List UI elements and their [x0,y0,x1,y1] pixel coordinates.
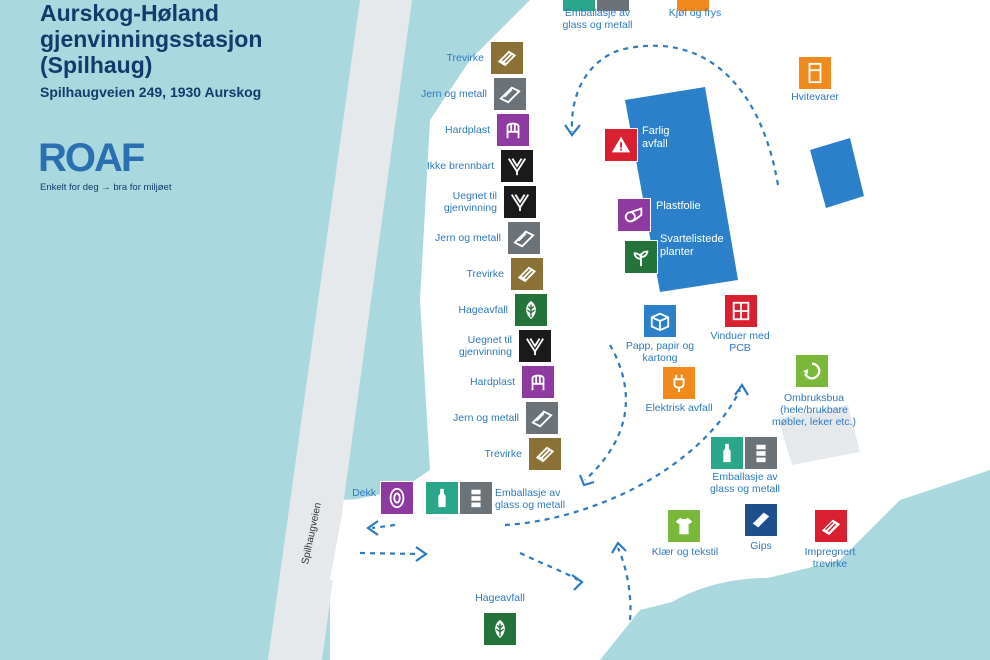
window-icon [724,294,758,328]
cans-icon [596,0,630,12]
title-line-2: gjenvinningsstasjon [40,26,263,52]
column-label: Jern og metall [453,412,519,424]
cardboard-box-icon [643,304,677,338]
column-label: Trevirke [446,52,484,64]
small-building [810,138,864,208]
label-hageavfall-bottom: Hageavfall [475,592,525,604]
label-dekk: Dekk [352,487,376,499]
chair-icon [496,113,530,147]
traffic-arrows [359,44,780,621]
wood-icon [490,41,524,75]
ombruksbua-area [778,405,860,465]
metal-icon [525,401,559,435]
recycle-icon [795,354,829,388]
label-vinduer: Vinduer med PCB [710,330,770,354]
column-label: Hageavfall [458,304,508,316]
label-klaer: Klær og tekstil [651,546,719,558]
label-impregnert: Impregnert trevirke [804,546,856,570]
column-label: Trevirke [484,448,522,460]
title-line-3: (Spilhaug) [40,52,153,78]
title-line-1: Aurskog-Høland [40,0,219,26]
label-ombruk: Ombruksbua (hele/brukbare møbler, leker … [771,392,857,428]
road [268,0,412,660]
roaf-logo: ROAF [38,136,145,180]
label-kjol-frys: Kjøl og frys [668,7,722,19]
fridge-top-icon [676,0,710,12]
address: Spilhaugveien 249, 1930 Aurskog [40,84,262,100]
column-label: Uegnet til gjenvinning [458,334,512,358]
column-label: Uegnet til gjenvinning [443,190,497,214]
metal-icon [507,221,541,255]
chair-icon [521,365,555,399]
hazard-icon [604,128,638,162]
bottle-icon-bottom [425,481,459,515]
label-elektrisk: Elektrisk avfall [645,402,713,414]
label-svarteliste: Svartelistede planter [660,233,724,258]
gypsum-board-icon [744,503,778,537]
label-farlig: Farlig avfall [642,125,670,150]
plant-icon [624,240,658,274]
glass-bottle-icon [710,436,744,470]
water-pond [620,577,960,660]
label-emballasje-mid: Emballasje av glass og metall [709,471,781,495]
column-label: Trevirke [466,268,504,280]
cans-icon-bottom [459,481,493,515]
column-label: Hardplast [445,124,490,136]
metal-cans-icon [744,436,778,470]
arrow-heads [366,124,749,591]
label-emballasje-top: Emballasje av glass og metall [562,7,633,31]
column-label: Ikke brennbart [426,160,494,172]
column-label: Jern og metall [421,88,487,100]
metal-icon [493,77,527,111]
tire-icon [380,481,414,515]
label-emballasje-bottom: Emballasje av glass og metall [495,487,566,511]
fridge-icon [798,56,832,90]
logo-tagline: Enkelt for deg → bra for miljøet [40,182,172,193]
funnel-icon [503,185,537,219]
column-label: Hardplast [470,376,515,388]
label-gips: Gips [750,540,772,552]
leaf-icon-bottom [483,612,517,646]
plug-icon [662,366,696,400]
plastic-roll-icon [617,198,651,232]
treated-wood-icon [814,509,848,543]
glass-metal-icon [562,0,596,12]
funnel-icon [518,329,552,363]
column-label: Jern og metall [435,232,501,244]
label-hvitevarer: Hvitevarer [791,91,839,103]
label-plastfolie: Plastfolie [656,200,701,212]
leaf-icon [514,293,548,327]
tshirt-icon [667,509,701,543]
page-title: Aurskog-Høland gjenvinningsstasjon (Spil… [40,0,262,78]
funnel-icon [500,149,534,183]
wood-icon [510,257,544,291]
label-papp: Papp, papir og kartong [625,340,695,364]
wood-icon [528,437,562,471]
